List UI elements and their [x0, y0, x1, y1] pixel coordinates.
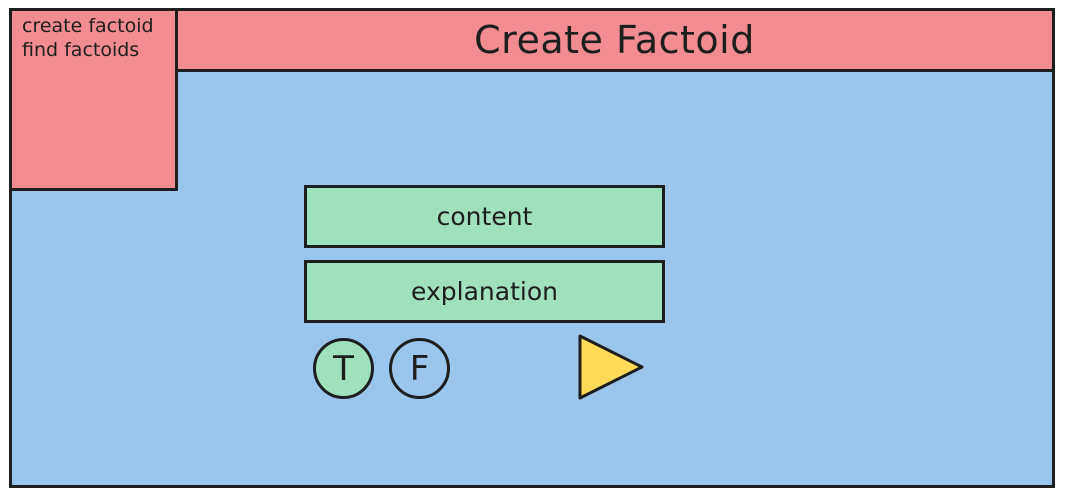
page-title: Create Factoid [474, 18, 755, 62]
false-toggle-label: F [409, 348, 430, 389]
content-field[interactable]: content [304, 185, 665, 248]
app-canvas [9, 8, 1055, 488]
explanation-field-label: explanation [411, 277, 558, 306]
nav-link-create-factoid[interactable]: create factoid [22, 15, 154, 37]
nav-link-find-factoids[interactable]: find factoids [22, 39, 140, 61]
true-toggle-label: T [333, 348, 354, 389]
page-header: Create Factoid [174, 8, 1055, 72]
play-triangle-icon [578, 334, 644, 400]
submit-button[interactable] [576, 332, 648, 402]
true-toggle-button[interactable]: T [313, 338, 374, 399]
false-toggle-button[interactable]: F [389, 338, 450, 399]
explanation-field[interactable]: explanation [304, 260, 665, 323]
sidebar-nav: create factoid find factoids [9, 8, 178, 191]
content-field-label: content [436, 202, 533, 231]
